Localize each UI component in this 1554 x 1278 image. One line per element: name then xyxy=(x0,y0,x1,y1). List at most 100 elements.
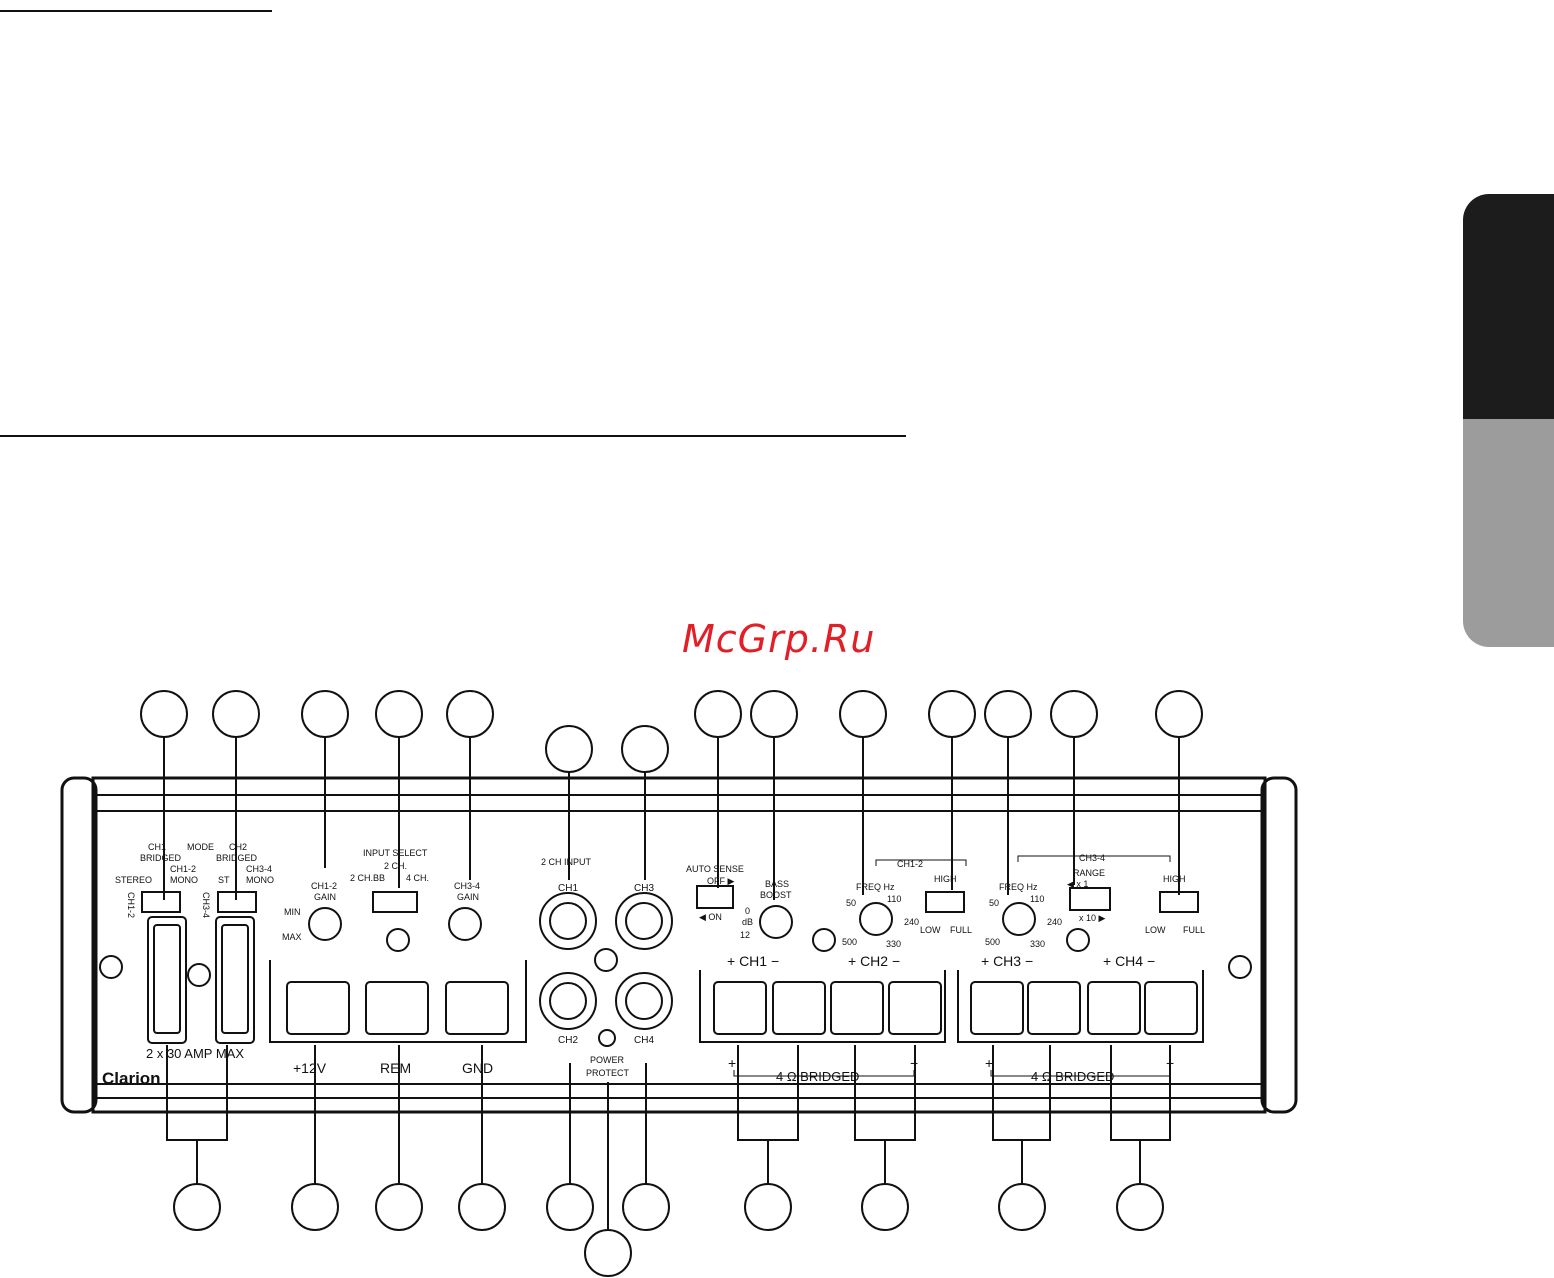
leader-ch2 xyxy=(854,1045,916,1184)
label-ch34-gain-2: GAIN xyxy=(457,892,479,902)
rca-ch2-jack[interactable] xyxy=(539,972,597,1030)
side-tab-gray[interactable] xyxy=(1463,419,1554,647)
label-rca-ch4: CH4 xyxy=(634,1035,654,1046)
rca-ch3-jack[interactable] xyxy=(615,892,673,950)
terminal-ch2-plus[interactable] xyxy=(830,981,884,1035)
label-spk-ch1: + CH1 − xyxy=(727,953,779,969)
callout-bottom-11[interactable] xyxy=(1116,1183,1164,1231)
callout-bottom-8[interactable] xyxy=(744,1183,792,1231)
label-input-select: INPUT SELECT xyxy=(363,848,428,858)
fuse-1[interactable] xyxy=(153,924,181,1034)
label-ch12-bracket: CH1-2 xyxy=(897,859,923,869)
label-rca-ch1: CH1 xyxy=(558,883,578,894)
callout-bottom-6[interactable] xyxy=(622,1183,670,1231)
freq-knob-ch34[interactable] xyxy=(1002,902,1036,936)
freq-knob-ch12[interactable] xyxy=(859,902,893,936)
label-stereo: STEREO xyxy=(115,875,152,885)
callout-top-8[interactable] xyxy=(694,690,742,738)
leader-ch4 xyxy=(1110,1045,1171,1184)
callout-bottom-3[interactable] xyxy=(375,1183,423,1231)
label-bridged-2: 4 Ω BRIDGED xyxy=(1031,1069,1114,1084)
leader-ch1 xyxy=(737,1045,799,1184)
callout-bottom-5[interactable] xyxy=(546,1183,594,1231)
terminal-gnd[interactable] xyxy=(445,981,509,1035)
label-ch34-mono: CH3-4 xyxy=(246,864,272,874)
callout-top-14[interactable] xyxy=(1155,690,1203,738)
amp-body xyxy=(91,776,1267,1114)
fuse-2[interactable] xyxy=(221,924,249,1034)
mode-switch-ch34[interactable] xyxy=(217,891,257,913)
callout-bottom-2[interactable] xyxy=(291,1183,339,1231)
callout-top-2[interactable] xyxy=(212,690,260,738)
callout-bottom-10[interactable] xyxy=(998,1183,1046,1231)
callout-bottom-9[interactable] xyxy=(861,1183,909,1231)
range-switch[interactable] xyxy=(1069,887,1111,911)
label-2ch: 2 CH. xyxy=(384,861,407,871)
terminal-rem[interactable] xyxy=(365,981,429,1035)
callout-top-9[interactable] xyxy=(750,690,798,738)
rca-ch1-jack[interactable] xyxy=(539,892,597,950)
label-bb-db: dB xyxy=(742,917,753,927)
callout-top-13[interactable] xyxy=(1050,690,1098,738)
label-boost: BOOST xyxy=(760,890,792,900)
label-auto-sense: AUTO SENSE xyxy=(686,864,744,874)
label-off: OFF ▶ xyxy=(707,876,734,886)
label-spk-ch4: + CH4 − xyxy=(1103,953,1155,969)
callout-top-10[interactable] xyxy=(839,690,887,738)
right-endcap xyxy=(1260,776,1298,1114)
power-terminal-block xyxy=(269,960,527,1043)
label-bridged-minus-1: − xyxy=(910,1055,918,1071)
high-pass-switch[interactable] xyxy=(925,891,965,913)
callout-top-4[interactable] xyxy=(375,690,423,738)
callout-top-6[interactable] xyxy=(545,725,593,773)
screw-fuse xyxy=(187,963,211,987)
callout-top-12[interactable] xyxy=(984,690,1032,738)
screw-rca xyxy=(594,948,618,972)
label-freq-hz-1: FREQ Hz xyxy=(856,882,895,892)
callout-bottom-1[interactable] xyxy=(173,1183,221,1231)
extrusion-lines xyxy=(96,794,1262,1099)
label-spk-ch3: + CH3 − xyxy=(981,953,1033,969)
label-f2-240: 240 xyxy=(1047,917,1062,927)
terminal-ch3-minus[interactable] xyxy=(1027,981,1081,1035)
label-ch34-bracket: CH3-4 xyxy=(1079,853,1105,863)
label-bridged-minus-2: − xyxy=(1166,1055,1174,1071)
label-max: MAX xyxy=(282,932,302,942)
callout-top-11[interactable] xyxy=(928,690,976,738)
callout-bottom-7[interactable] xyxy=(584,1229,632,1277)
label-fuse-rating: 2 x 30 AMP MAX xyxy=(146,1046,244,1061)
callout-top-1[interactable] xyxy=(140,690,188,738)
section-rule xyxy=(0,435,906,437)
rca-ch4-jack[interactable] xyxy=(615,972,673,1030)
watermark-text: McGrp.Ru xyxy=(682,617,876,661)
label-low-1: LOW xyxy=(920,925,941,935)
callout-top-3[interactable] xyxy=(301,690,349,738)
label-ch12-mono: CH1-2 xyxy=(170,864,196,874)
label-f1-240: 240 xyxy=(904,917,919,927)
side-tab-dark[interactable] xyxy=(1463,194,1554,419)
auto-sense-switch[interactable] xyxy=(696,885,734,909)
callout-bottom-4[interactable] xyxy=(458,1183,506,1231)
input-select-switch[interactable] xyxy=(372,891,418,913)
terminal-12v[interactable] xyxy=(286,981,350,1035)
terminal-ch4-minus[interactable] xyxy=(1144,981,1198,1035)
ch34-gain-knob[interactable] xyxy=(448,907,482,941)
label-bridged-plus-1: + xyxy=(728,1055,736,1071)
terminal-ch1-plus[interactable] xyxy=(713,981,767,1035)
terminal-ch1-minus[interactable] xyxy=(772,981,826,1035)
label-ch12-gain-2: GAIN xyxy=(314,892,336,902)
terminal-ch3-plus[interactable] xyxy=(970,981,1024,1035)
ch12-gain-knob[interactable] xyxy=(308,907,342,941)
bass-boost-knob[interactable] xyxy=(759,905,793,939)
screw-input xyxy=(386,928,410,952)
leader-power-terminals xyxy=(314,1045,483,1184)
ch34-filter-switch[interactable] xyxy=(1159,891,1199,913)
mode-switch-ch12[interactable] xyxy=(141,891,181,913)
fuse-holder-1 xyxy=(147,916,187,1044)
leader-lines-top xyxy=(163,737,1180,900)
callout-top-7[interactable] xyxy=(621,725,669,773)
terminal-ch2-minus[interactable] xyxy=(888,981,942,1035)
terminal-ch4-plus[interactable] xyxy=(1087,981,1141,1035)
callout-top-5[interactable] xyxy=(446,690,494,738)
